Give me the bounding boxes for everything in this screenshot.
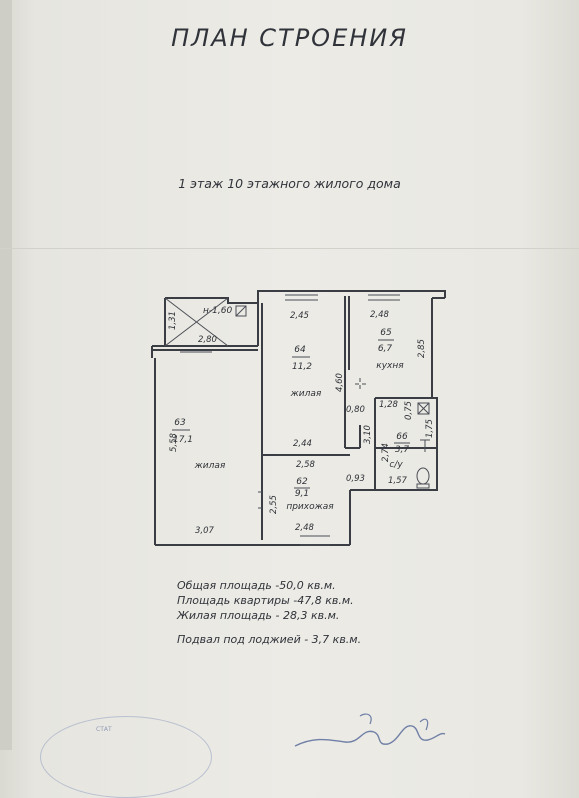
dim-1-57: 1,57	[388, 476, 408, 486]
dim-0-80: 0,80	[346, 405, 365, 415]
dim-2-55: 2,55	[269, 495, 279, 514]
bathtub-icon	[420, 439, 430, 452]
dim-2-74: 2,74	[381, 443, 391, 462]
dim-2-58: 2,58	[296, 460, 316, 470]
total-area: Общая площадь -50,0 кв.м.	[177, 579, 336, 592]
room-62-number: 62	[296, 477, 308, 487]
dim-2-48-bottom: 2,48	[295, 523, 315, 533]
inner-walls	[228, 296, 437, 540]
floor-plan: н-1,60 64 11,2 жилая 65 6,7 кухня 63 17,…	[151, 290, 446, 546]
dim-2-48-top: 2,48	[370, 310, 390, 320]
room-63-number: 63	[174, 418, 186, 428]
toilet-icon	[416, 467, 430, 489]
dim-2-45: 2,45	[290, 311, 309, 321]
signature	[294, 713, 446, 747]
room-63-name: жилая	[194, 461, 226, 471]
room-64-name: жилая	[290, 389, 322, 399]
dim-2-44: 2,44	[293, 439, 312, 449]
room-62-name: прихожая	[286, 502, 334, 512]
apartment-area: Площадь квартиры -47,8 кв.м.	[177, 594, 354, 607]
stamp-seal	[40, 716, 212, 798]
room-62-area: 9,1	[295, 489, 309, 499]
kitchen-stove-icon	[417, 402, 430, 415]
door-marks	[258, 378, 366, 546]
dim-2-85: 2,85	[417, 339, 427, 358]
room-63-area: 17,1	[173, 435, 193, 445]
room-66-name: с/у	[389, 460, 403, 470]
dim-0-93: 0,93	[346, 474, 365, 484]
page-title: ПЛАН СТРОЕНИЯ	[171, 24, 408, 52]
dim-2-80: 2,80	[198, 335, 217, 345]
dim-3-07: 3,07	[195, 526, 215, 536]
living-area: Жилая площадь - 28,3 кв.м.	[177, 609, 340, 622]
room-64-number: 64	[294, 345, 306, 355]
dim-1-31: 1,31	[168, 311, 178, 330]
room-64-area: 11,2	[292, 362, 312, 372]
room-65-area: 6,7	[378, 344, 393, 354]
dim-3-10: 3,10	[363, 425, 373, 444]
room-66-number: 66	[396, 432, 408, 442]
area-summary: Общая площадь -50,0 кв.м. Площадь кварти…	[177, 578, 361, 647]
room-66-area: 3,7	[395, 445, 410, 455]
page-subtitle: 1 этаж 10 этажного жилого дома	[178, 176, 401, 191]
stamp-text: СТАТ	[96, 726, 112, 733]
sheet-edge	[0, 0, 12, 750]
dim-0-75: 0,75	[404, 401, 414, 420]
room-65-name: кухня	[376, 361, 404, 371]
dim-1-75: 1,75	[425, 419, 435, 438]
fold-line	[0, 248, 579, 249]
loggia-label: н-1,60	[203, 306, 232, 316]
dim-4-60: 4,60	[335, 373, 345, 392]
room-65-number: 65	[380, 328, 392, 338]
loggia-cross	[164, 297, 247, 347]
dim-5-58: 5,58	[169, 432, 179, 452]
dim-1-28: 1,28	[379, 400, 399, 410]
windows	[180, 294, 400, 353]
basement-area: Подвал под лоджией - 3,7 кв.м.	[177, 633, 362, 646]
